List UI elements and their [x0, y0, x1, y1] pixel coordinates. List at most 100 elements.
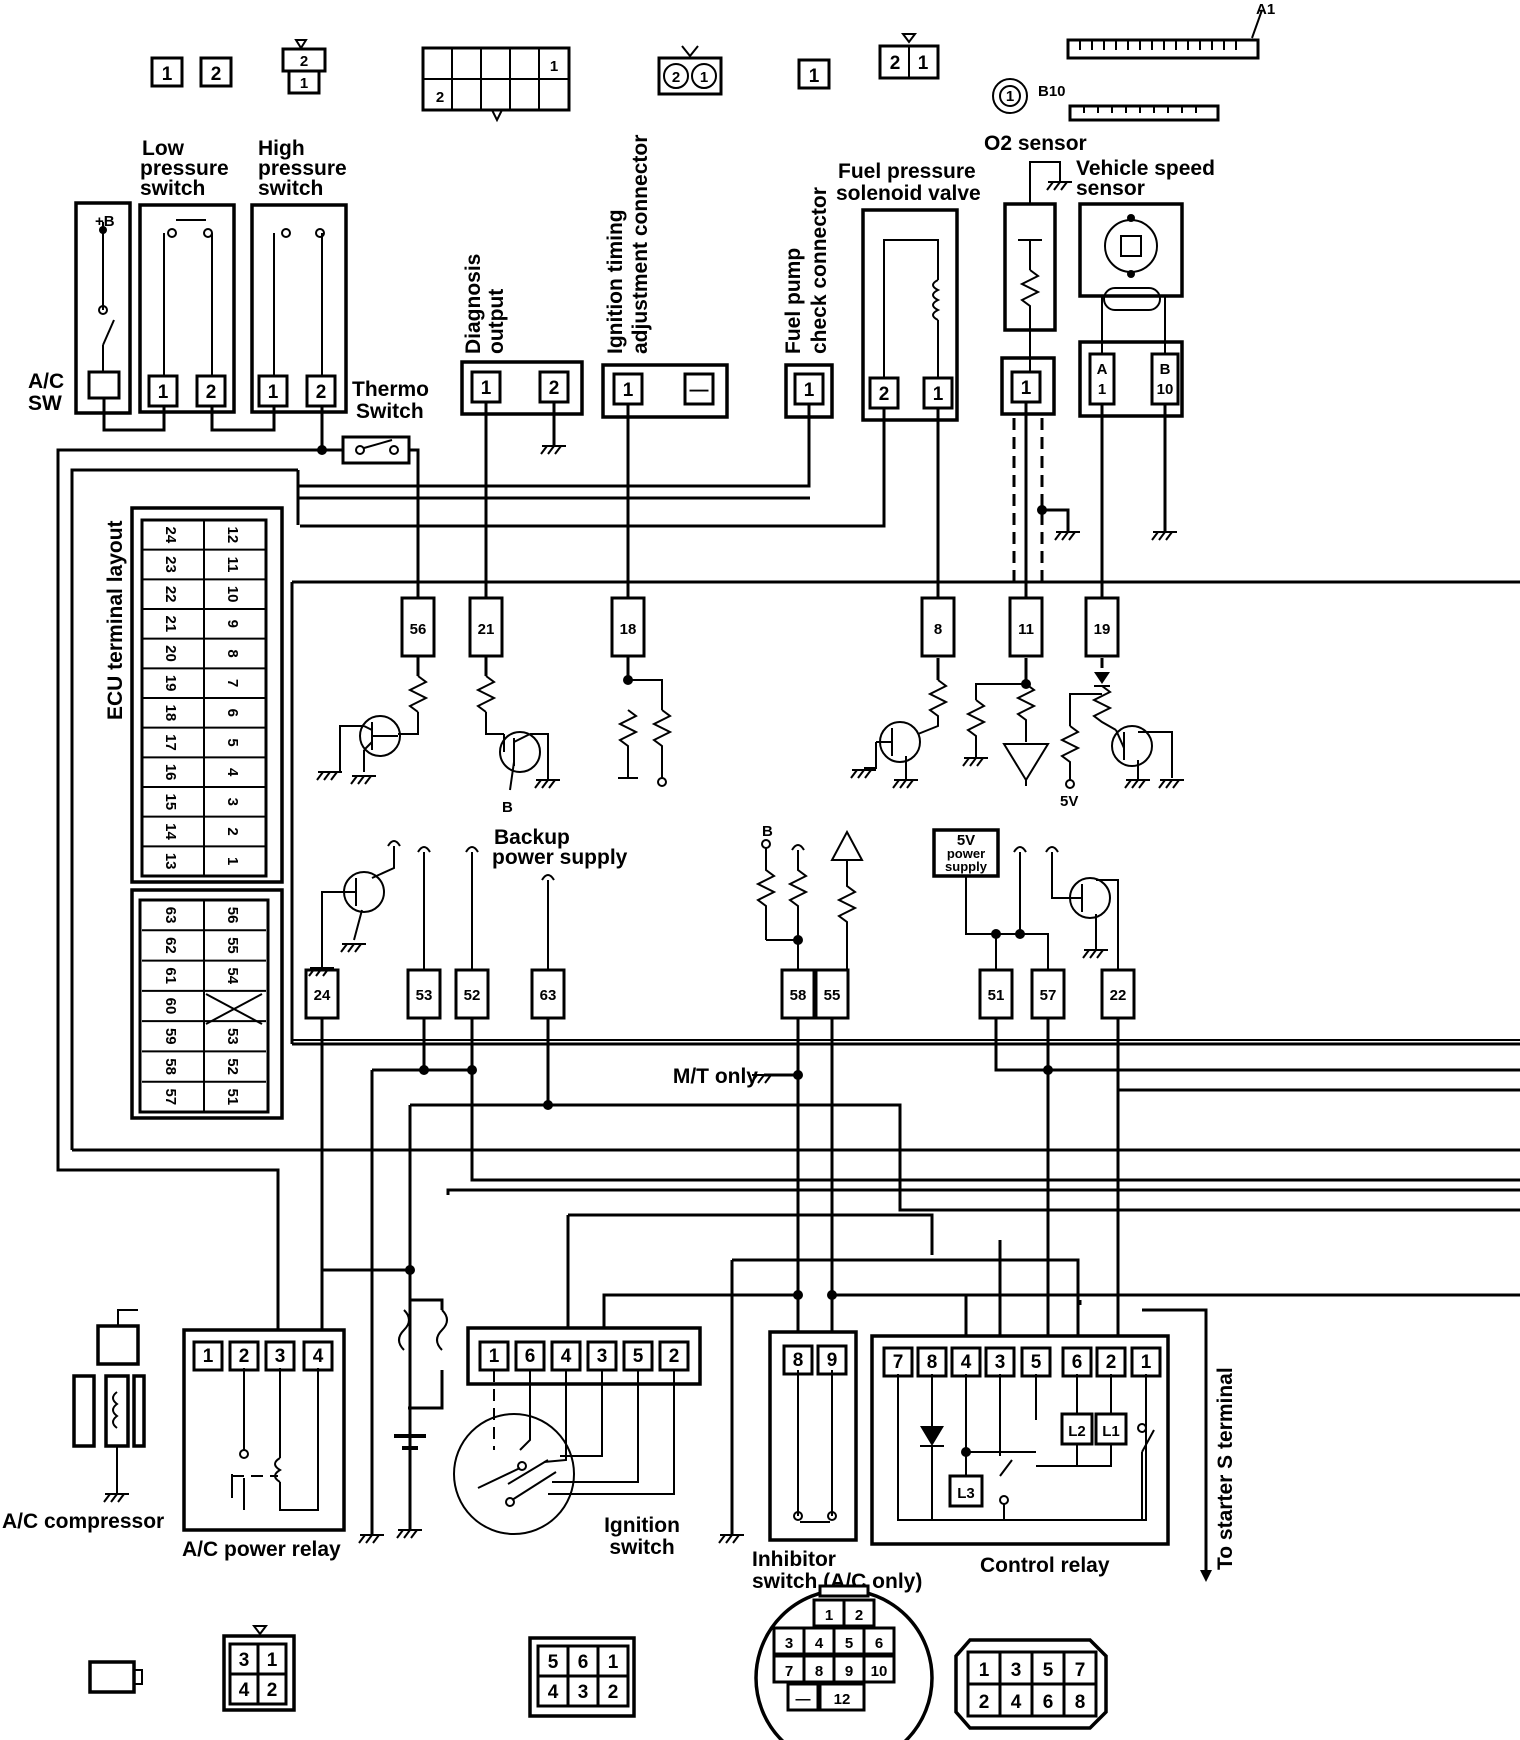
svg-text:A/C power relay: A/C power relay	[182, 1538, 341, 1561]
ac-switch: +B	[74, 201, 132, 415]
ecu-layout-pin: 1	[224, 857, 241, 865]
fuel-pump-check-connector: 1	[784, 363, 834, 419]
svg-text:Ignition: Ignition	[604, 1514, 680, 1537]
svg-text:A: A	[1097, 361, 1108, 378]
svg-text:1: 1	[804, 380, 815, 401]
svg-text:Switch: Switch	[356, 400, 424, 423]
ecu-layout-pin: 8	[224, 649, 241, 657]
svg-text:switch: switch	[140, 177, 205, 200]
connector-pin: 1	[825, 1607, 833, 1624]
svg-text:1: 1	[481, 378, 492, 399]
ecu-layout-pin: 22	[162, 586, 179, 603]
svg-text:Inhibitor: Inhibitor	[752, 1548, 836, 1571]
svg-text:2: 2	[316, 382, 327, 403]
svg-text:Fuel pump: Fuel pump	[782, 248, 805, 354]
svg-text:1: 1	[1098, 381, 1106, 398]
svg-text:1: 1	[809, 66, 820, 87]
ecu-layout-pin: 21	[162, 615, 179, 632]
relay-pin-box	[478, 1340, 510, 1372]
connector-pin: 2	[855, 1607, 863, 1624]
to-starter-label: To starter S terminal	[1214, 1367, 1237, 1570]
svg-text:solenoid valve: solenoid valve	[836, 182, 981, 205]
ecu-pin-box	[978, 968, 1014, 1020]
ac-compressor: A/C compressor	[2, 1309, 164, 1533]
o2-sensor: 1	[1000, 161, 1061, 416]
relay-pin-label: 9	[827, 1350, 838, 1371]
svg-text:switch (A/C only): switch (A/C only)	[752, 1570, 922, 1593]
svg-text:2: 2	[879, 384, 890, 405]
relay-pin-label: 6	[1072, 1352, 1083, 1373]
ecu-pin-label: 22	[1110, 987, 1127, 1004]
svg-text:B10: B10	[1038, 83, 1066, 100]
svg-text:1: 1	[918, 53, 929, 74]
ecu-pin-box	[814, 968, 850, 1020]
ecu-layout-pin: 20	[162, 645, 179, 662]
thermo-switch	[341, 435, 411, 465]
ecu-pin-label: 18	[620, 621, 637, 638]
relay-pin-label: 4	[561, 1346, 572, 1367]
connector-pin: 12	[834, 1691, 851, 1708]
connector-pin: 1	[267, 1650, 278, 1671]
svg-text:adjustment connector: adjustment connector	[629, 135, 652, 354]
ecu-layout-pin: 17	[162, 734, 179, 751]
svg-text:1: 1	[162, 64, 173, 85]
high-pressure-switch: 1 2	[250, 203, 348, 414]
svg-text:Backup: Backup	[494, 826, 570, 849]
diagnosis-output-connector: 1 2	[460, 360, 584, 416]
ecu-layout-pin: 61	[162, 967, 179, 984]
svg-text:power supply: power supply	[492, 846, 628, 869]
svg-text:1: 1	[1006, 88, 1014, 105]
ecu-layout-pin: 55	[224, 937, 241, 954]
svg-text:—: —	[690, 380, 709, 401]
svg-text:5V: 5V	[1060, 793, 1078, 810]
ecu-layout-pin: 24	[162, 526, 179, 543]
connector-pin: 6	[875, 1635, 883, 1652]
ecu-layout-pin: 5	[224, 738, 241, 746]
ecu-pin-label: 58	[790, 987, 807, 1004]
ecu-pin-box	[1008, 596, 1044, 658]
relay-pin-label: 1	[489, 1346, 500, 1367]
connector-pin: 4	[815, 1635, 824, 1652]
ecu-layout-pin: 12	[224, 526, 241, 543]
connector-pin: —	[796, 1691, 811, 1708]
svg-text:1: 1	[623, 380, 634, 401]
svg-text:M/T only: M/T only	[673, 1065, 758, 1088]
svg-text:pressure: pressure	[258, 157, 347, 180]
svg-text:L3: L3	[957, 1485, 975, 1502]
ecu-layout-pin: 58	[162, 1058, 179, 1075]
connector-pin: 2	[608, 1682, 619, 1703]
connector-pin: 4	[1011, 1692, 1022, 1713]
ecu-pin-box	[920, 596, 956, 658]
ecu-layout-pin: 6	[224, 709, 241, 717]
connector-pin: 1	[608, 1652, 619, 1673]
ecu-layout-pin: 4	[224, 768, 241, 777]
ecu-pin-label: 11	[1018, 621, 1034, 638]
relay-pin-label: 3	[995, 1352, 1006, 1373]
svg-text:1: 1	[158, 382, 169, 403]
ecu-layout-pin: 16	[162, 764, 179, 781]
ecu-pin-label: 53	[416, 987, 433, 1004]
ecu-layout-pin: 23	[162, 556, 179, 573]
connector-pin: 3	[239, 1650, 250, 1671]
svg-text:B: B	[502, 799, 513, 816]
fuel-pressure-solenoid-valve: 2 1	[861, 208, 959, 422]
ignition-timing-connector: 1 —	[601, 363, 729, 419]
svg-text:supply: supply	[945, 859, 988, 874]
ecu-pin-box	[304, 968, 340, 1020]
ecu-layout-pin: 56	[224, 907, 241, 924]
ecu-pin-label: 8	[934, 621, 942, 638]
svg-text:A/C: A/C	[28, 370, 64, 393]
relay-pin-box	[192, 1340, 224, 1372]
connector-pin: 2	[267, 1680, 278, 1701]
ecu-layout-pin: 62	[162, 937, 179, 954]
ecu-layout-pin: 52	[224, 1058, 241, 1075]
relay-pin-label: 2	[669, 1346, 680, 1367]
svg-text:Diagnosis: Diagnosis	[462, 254, 485, 354]
connector-pin: 5	[845, 1635, 853, 1652]
ecu-pin-box	[400, 596, 436, 658]
